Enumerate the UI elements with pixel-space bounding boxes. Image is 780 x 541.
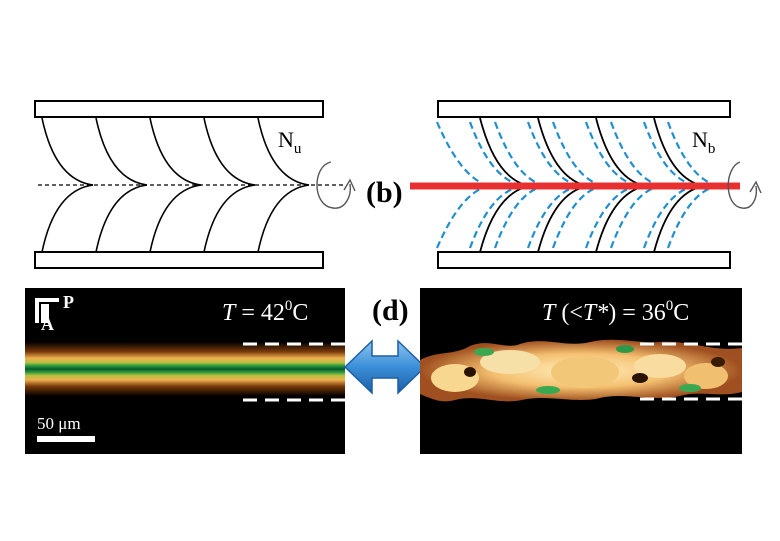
panel-b-bent-nematic: (b) Nb xyxy=(366,100,762,269)
panel-d-micrograph: T (<T*) = 360C xyxy=(420,288,742,454)
panel-c-temperature: T = 420C xyxy=(222,298,308,326)
panel-b-top-plate xyxy=(437,100,731,118)
panel-d-textured-band xyxy=(420,339,742,402)
panel-b-label: (b) xyxy=(366,176,403,209)
scale-bar-label: 50 μm xyxy=(37,414,81,433)
panel-a-director-curves xyxy=(41,117,310,253)
panel-d-temperature: T (<T*) = 360C xyxy=(542,298,689,326)
panel-a-phase-label: Nu xyxy=(278,127,302,157)
panel-a-undulated-nematic: Nu xyxy=(34,100,356,269)
polarizer-analyzer-icon: P A xyxy=(35,292,74,334)
rotation-arrow-icon xyxy=(316,161,356,209)
panel-b-phase-label: Nb xyxy=(692,127,715,157)
double-headed-arrow-icon xyxy=(343,339,427,395)
polarizer-label: P xyxy=(63,292,74,312)
panel-d-label: (d) xyxy=(372,294,409,327)
panel-a-bottom-plate xyxy=(34,251,324,269)
panel-c-micrograph: P A T = 420C 50 μm xyxy=(25,288,345,454)
analyzer-label: A xyxy=(41,314,54,334)
rotation-arrow-icon xyxy=(727,161,762,209)
panel-a-top-plate xyxy=(34,100,324,118)
panel-c-filament-band xyxy=(25,342,345,396)
scale-bar xyxy=(37,436,95,442)
panel-b-bottom-plate xyxy=(437,251,731,269)
